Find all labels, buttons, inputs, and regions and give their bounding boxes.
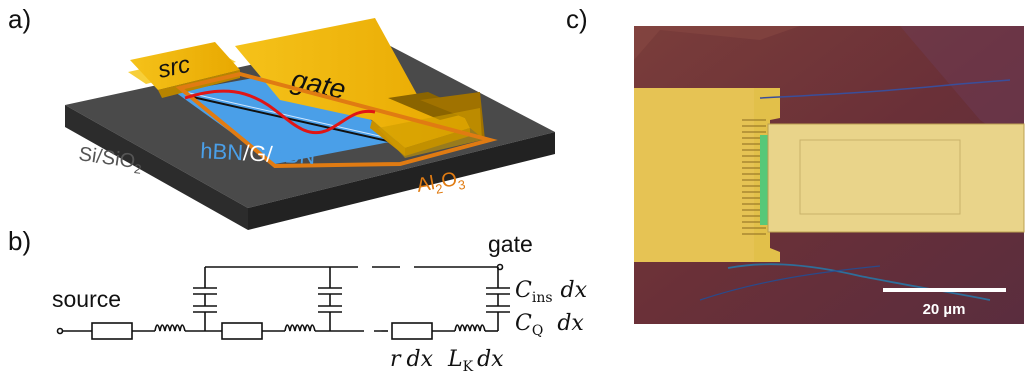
gate-circuit-label: gate	[488, 231, 533, 257]
oxide-layer	[175, 71, 498, 169]
oxide-label: Al2O3	[415, 167, 466, 200]
resistor-1	[91, 322, 133, 340]
gate-electrode	[235, 18, 470, 148]
src-label: src	[156, 51, 193, 84]
hbn-stack	[175, 70, 400, 164]
device-illustration: src gate hBN/G/hBN Si/SiO2 Al2O3	[65, 18, 555, 230]
scale-bar	[883, 288, 1006, 292]
panel-label-b: b)	[8, 226, 31, 256]
gate-step	[388, 92, 472, 120]
capacitor-column-3	[486, 267, 510, 331]
substrate-side-left	[65, 105, 248, 230]
panel-label-c: c)	[566, 4, 588, 34]
resistor-3	[391, 322, 433, 340]
inductor-1	[154, 324, 186, 332]
inductor-2	[284, 324, 316, 332]
stack-label: hBN/G/hBN	[200, 138, 316, 169]
graphene-line	[187, 95, 393, 143]
src-pad	[130, 42, 240, 90]
optical-micrograph: 20 µm	[634, 26, 1025, 324]
graphene-strip	[760, 135, 768, 225]
source-terminal	[56, 327, 64, 335]
potential-trace	[184, 89, 376, 135]
substrate-side-front	[248, 132, 555, 230]
inductor-3	[454, 324, 486, 332]
capacitor-column-1	[193, 267, 217, 331]
panel-label-a: a)	[8, 4, 31, 34]
capacitor-column-2	[318, 267, 342, 331]
scale-bar-label: 20 µm	[923, 301, 966, 318]
resistor-2	[221, 322, 263, 340]
source-label: source	[52, 286, 121, 312]
transmission-line-circuit	[56, 263, 510, 340]
